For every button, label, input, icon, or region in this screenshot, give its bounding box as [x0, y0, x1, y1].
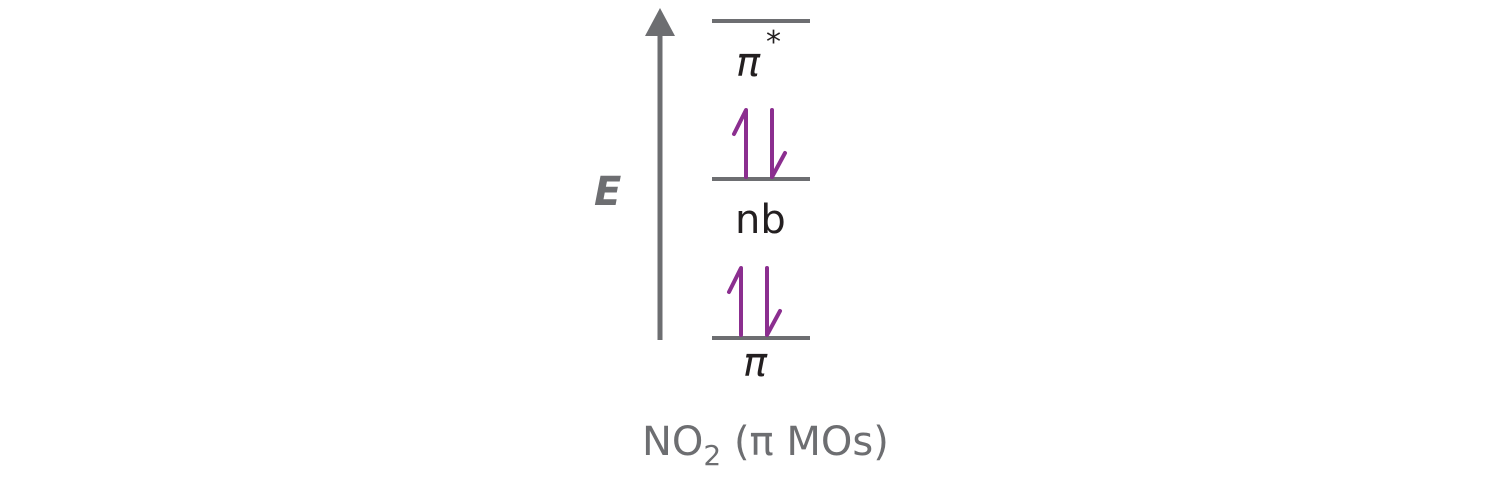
spin-up-arrow — [727, 266, 743, 337]
level-pi: π — [712, 266, 810, 386]
level-nb-label: nb — [735, 197, 786, 243]
energy-axis: E — [594, 8, 675, 340]
energy-axis-label: E — [594, 169, 621, 215]
level-pi-star-label: π — [736, 40, 761, 86]
level-pi-star: π * — [712, 19, 810, 86]
caption-subscript: 2 — [703, 439, 721, 472]
caption-suffix: (π MOs) — [721, 419, 889, 465]
level-nb: nb — [712, 108, 810, 243]
caption-prefix: NO — [642, 419, 703, 465]
level-pi-label: π — [743, 340, 768, 386]
level-nb-electron-pair — [732, 108, 787, 179]
level-pi-electron-pair — [727, 266, 782, 337]
diagram-caption: NO2 (π MOs) — [642, 419, 889, 472]
level-pi-star-superscript: * — [766, 25, 781, 60]
spin-down-arrow — [765, 266, 782, 337]
spin-up-arrow — [732, 108, 748, 179]
spin-down-arrow — [770, 108, 787, 179]
energy-axis-arrowhead — [645, 8, 675, 36]
